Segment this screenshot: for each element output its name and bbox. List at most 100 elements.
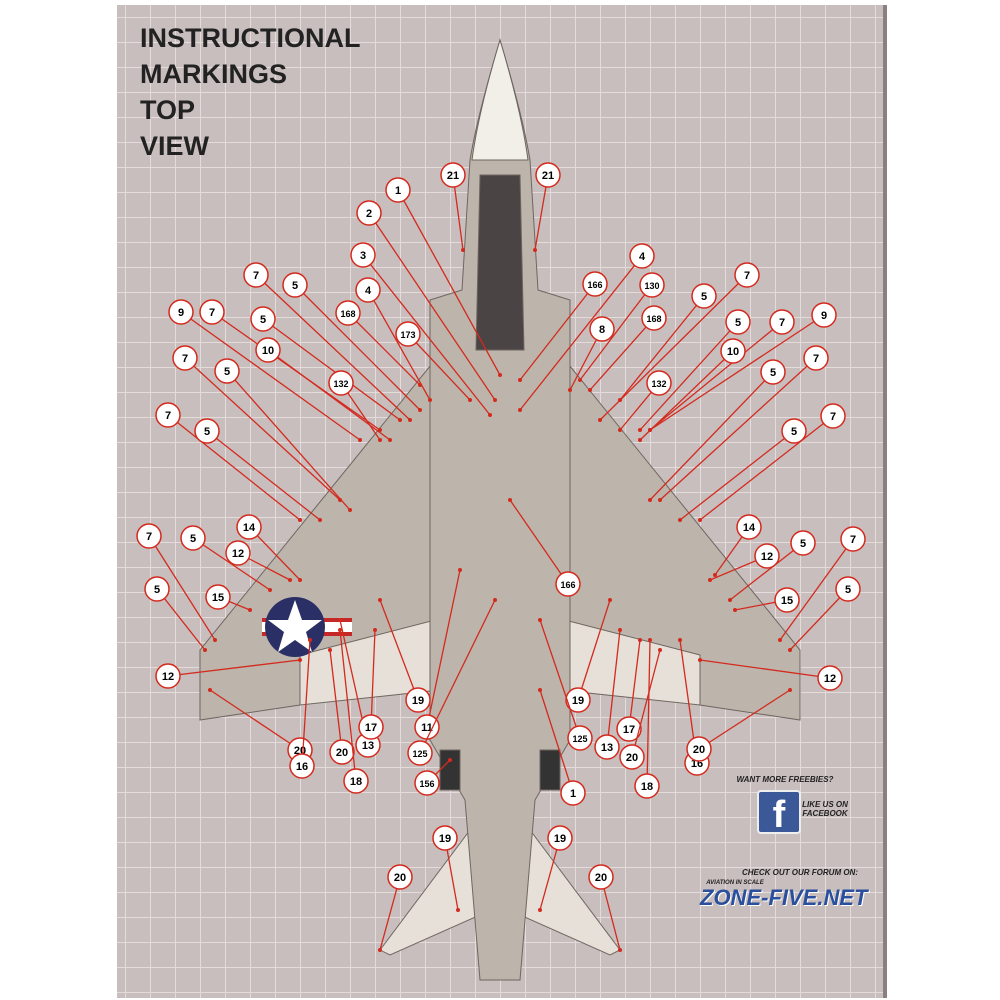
leader-arrow: [248, 608, 252, 612]
callout-number: 10: [727, 346, 739, 358]
callout-1: 1: [385, 177, 502, 377]
callout-circle: [236, 514, 262, 540]
callout-number: 18: [350, 776, 362, 788]
leader-arrow: [318, 518, 322, 522]
leader-arrow: [713, 573, 717, 577]
leader-arrow: [518, 378, 522, 382]
left-stabilizer: [379, 828, 481, 956]
callout-19: 19: [538, 825, 573, 912]
callout-number: 19: [554, 833, 566, 845]
zone-five-logo[interactable]: ZONE-FIVE.NET: [700, 885, 868, 910]
callout-number: 16: [296, 761, 308, 773]
callout-number: 17: [365, 722, 377, 734]
leader-arrow: [448, 758, 452, 762]
callout-circle: [720, 338, 746, 364]
leader-arrow: [708, 578, 712, 582]
callout-number: 7: [146, 531, 152, 543]
callout-circle: [840, 526, 866, 552]
leader-arrow: [608, 598, 612, 602]
leader-line: [180, 311, 361, 441]
leader-line: [509, 499, 569, 585]
leader-arrow: [358, 438, 362, 442]
leader-arrow: [698, 518, 702, 522]
leader-line: [347, 312, 421, 386]
leader-arrow: [638, 438, 642, 442]
callout-circle: [214, 358, 240, 384]
leader-arrow: [488, 413, 492, 417]
callout-number: 12: [761, 551, 773, 563]
callout-number: 12: [162, 671, 174, 683]
callout-20: 20: [619, 648, 662, 770]
leader-arrow: [588, 388, 592, 392]
aircraft: [199, 38, 801, 981]
callout-5: 5: [678, 418, 807, 522]
leader-line: [649, 321, 783, 431]
callout-circle: [803, 345, 829, 371]
callout-circle: [199, 299, 225, 325]
leader-arrow: [493, 598, 497, 602]
callout-number: 132: [651, 379, 666, 389]
leader-line: [639, 350, 734, 441]
callout-number: 5: [154, 584, 160, 596]
leader-line: [628, 639, 641, 730]
canopy: [475, 174, 525, 351]
callout-20: 20: [378, 864, 413, 952]
leader-line: [729, 542, 804, 601]
callout-15: 15: [205, 584, 252, 612]
callout-number: 5: [791, 426, 797, 438]
callout-14: 14: [236, 514, 302, 582]
leader-arrow: [418, 408, 422, 412]
callout-17: 17: [358, 628, 384, 740]
leader-arrow: [658, 648, 662, 652]
callout-circle: [686, 736, 712, 762]
callout-168: 168: [588, 305, 667, 392]
callout-number: 5: [845, 584, 851, 596]
facebook-icon[interactable]: f: [757, 790, 801, 836]
callout-circle: [781, 418, 807, 444]
callout-number: 173: [400, 330, 415, 340]
leader-arrow: [338, 618, 342, 622]
callout-circle: [355, 277, 381, 303]
callout-number: 7: [165, 410, 171, 422]
leader-arrow: [568, 388, 572, 392]
callout-circle: [335, 300, 361, 326]
leader-arrow: [378, 428, 382, 432]
callout-7: 7: [598, 262, 760, 422]
leader-line: [255, 274, 411, 421]
leader-arrow: [733, 608, 737, 612]
callout-7: 7: [658, 345, 829, 502]
leader-line: [262, 318, 401, 421]
callout-circle: [641, 305, 667, 331]
callout-circle: [289, 753, 315, 779]
callout-number: 2: [366, 208, 372, 220]
callout-18: 18: [634, 638, 660, 799]
callout-12: 12: [225, 540, 292, 582]
leader-line: [209, 689, 301, 751]
callout-number: 7: [830, 411, 836, 423]
leader-arrow: [658, 498, 662, 502]
leader-arrow: [298, 658, 302, 662]
callout-number: 166: [587, 280, 602, 290]
callout-14: 14: [713, 514, 762, 577]
leader-arrow: [388, 438, 392, 442]
callout-circle: [255, 337, 281, 363]
leader-line: [206, 430, 321, 521]
leader-line: [589, 317, 655, 391]
callout-number: 156: [419, 779, 434, 789]
leader-line: [362, 254, 491, 416]
callout-5: 5: [728, 530, 816, 602]
callout-5: 5: [282, 272, 422, 412]
leader-arrow: [638, 428, 642, 432]
leader-line: [631, 649, 661, 758]
callout-circle: [634, 773, 660, 799]
callout-number: 10: [262, 345, 274, 357]
callout-circle: [250, 306, 276, 332]
leader-arrow: [538, 618, 542, 622]
callout-number: 5: [260, 314, 266, 326]
callout-circle: [835, 576, 861, 602]
facebook-like-text[interactable]: LIKE US ON FACEBOOK: [802, 800, 848, 818]
callout-number: 7: [182, 353, 188, 365]
leader-arrow: [618, 628, 622, 632]
callout-circle: [555, 571, 581, 597]
